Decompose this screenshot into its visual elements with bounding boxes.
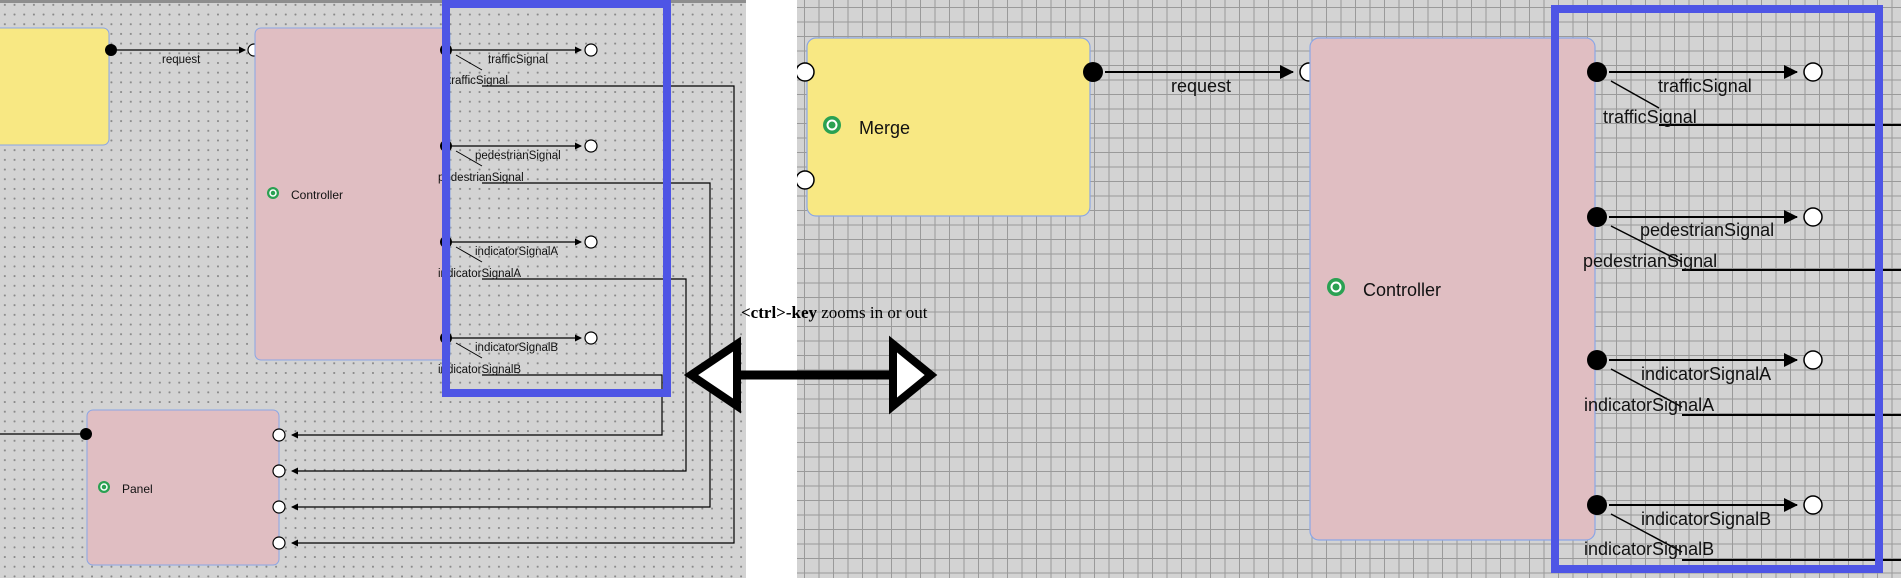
controller-label: Controller bbox=[1363, 280, 1441, 300]
traffic-signal-label-bottom: trafficSignal bbox=[1603, 107, 1697, 127]
indicator-signal-b-label-bottom: indicatorSignalB bbox=[1584, 539, 1714, 559]
pedestrian-signal-port[interactable] bbox=[1587, 207, 1901, 271]
traffic-signal-port[interactable] bbox=[1587, 62, 1901, 126]
indicator-signal-b-label-bottom: indicatorSignalB bbox=[438, 364, 521, 376]
pedestrian-signal-label-top: pedestrianSignal bbox=[1640, 220, 1774, 240]
merge-block[interactable] bbox=[806, 37, 1091, 217]
indicator-signal-b-label-top: indicatorSignalB bbox=[1641, 509, 1771, 529]
indicator-signal-a-label-bottom: indicatorSignalA bbox=[1584, 395, 1714, 415]
merge-block[interactable] bbox=[0, 27, 110, 146]
traffic-signal-label-top: trafficSignal bbox=[1658, 76, 1752, 96]
panel-label: Panel bbox=[122, 482, 153, 496]
indicator-signal-b-port[interactable] bbox=[1587, 495, 1901, 561]
panel-input-port-2[interactable] bbox=[272, 464, 286, 478]
highlight-frame bbox=[442, 0, 671, 397]
diagram-canvas-zoomed-out[interactable]: request Controller trafficSignal traffic… bbox=[0, 0, 746, 578]
merge-output-port[interactable] bbox=[105, 44, 117, 56]
indicator-signal-b-label-top: indicatorSignalB bbox=[475, 342, 558, 354]
highlight-frame bbox=[1551, 5, 1883, 573]
class-c-icon bbox=[823, 116, 841, 134]
merge-label: Merge bbox=[859, 118, 910, 138]
canvas-top-border bbox=[0, 0, 746, 3]
merge-input-port-2[interactable] bbox=[797, 170, 815, 190]
panel-block[interactable] bbox=[86, 409, 280, 566]
class-c-icon bbox=[267, 187, 279, 199]
request-label: request bbox=[162, 54, 201, 66]
merge-input-port-1[interactable] bbox=[797, 62, 815, 82]
class-c-icon bbox=[1327, 278, 1345, 296]
controller-label: Controller bbox=[291, 188, 343, 202]
panel-input-port-3[interactable] bbox=[272, 500, 286, 514]
traffic-signal-label-bottom: trafficSignal bbox=[448, 75, 508, 87]
indicator-signal-a-port[interactable] bbox=[1587, 350, 1901, 416]
traffic-signal-label-top: trafficSignal bbox=[488, 54, 548, 66]
class-c-icon bbox=[98, 481, 110, 493]
pedestrian-signal-label-bottom: pedestrianSignal bbox=[438, 172, 524, 184]
panel-output-port[interactable] bbox=[80, 428, 92, 440]
indicator-signal-a-label-top: indicatorSignalA bbox=[1641, 364, 1771, 384]
indicator-signal-a-label-bottom: indicatorSignalA bbox=[438, 268, 521, 280]
controller-block[interactable] bbox=[1309, 37, 1596, 541]
pedestrian-signal-label-bottom: pedestrianSignal bbox=[1583, 251, 1717, 271]
panel-input-port-4[interactable] bbox=[272, 536, 286, 550]
indicator-signal-a-label-top: indicatorSignalA bbox=[475, 246, 558, 258]
request-label: request bbox=[1171, 76, 1231, 96]
controller-block[interactable] bbox=[254, 27, 451, 361]
merge-output-port[interactable] bbox=[1083, 62, 1103, 82]
panel-input-port-1[interactable] bbox=[272, 428, 286, 442]
pedestrian-signal-label-top: pedestrianSignal bbox=[475, 150, 561, 162]
diagram-canvas-zoomed-in[interactable]: Merge request Controller trafficSignal t… bbox=[797, 0, 1901, 578]
